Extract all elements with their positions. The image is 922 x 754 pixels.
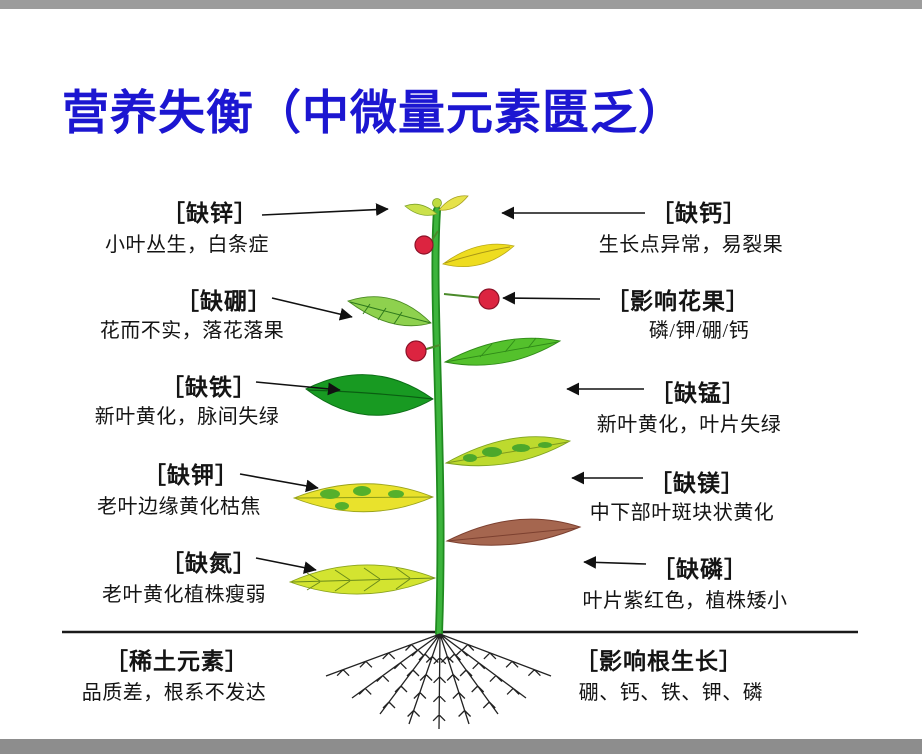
leaf-yellow-upper-right (442, 243, 515, 267)
label-nitrogen-desc: 老叶黄化植株瘦弱 (102, 584, 266, 606)
arrow-flower-fruit (502, 291, 601, 305)
fruit-lower (405, 340, 427, 362)
top-gray-bar (0, 0, 922, 9)
leaf-hatched-upper-left (347, 296, 432, 327)
leaf-variegated-right (444, 436, 572, 467)
label-boron-desc: 花而不实，落花落果 (99, 320, 285, 342)
arrow-zinc (261, 203, 389, 216)
arrow-boron (271, 297, 353, 321)
label-rare-earth-desc: 品质差，根系不发达 (81, 682, 267, 704)
leaf-dark-green-left (305, 374, 434, 416)
bottom-gray-bar (0, 739, 922, 754)
label-magnesium-desc: 中下部叶斑块状黄化 (589, 502, 775, 524)
label-flower-fruit-desc: 磷/钾/硼/钙 (648, 320, 750, 342)
arrow-iron (255, 381, 341, 396)
page-title: 营养失衡（中微量元素匮乏） (62, 86, 686, 139)
leaf-yellow-green-left (288, 564, 437, 595)
label-magnesium: ［缺镁］ (649, 471, 745, 496)
label-flower-fruit: ［影响花果］ (606, 289, 750, 314)
label-zinc-desc: 小叶丛生，白条症 (105, 234, 269, 256)
leaf-variegated-left (292, 483, 435, 513)
label-phosphorus: ［缺磷］ (652, 557, 748, 582)
label-calcium-desc: 生长点异常，易裂果 (598, 234, 784, 256)
fruit-middle (478, 288, 500, 310)
label-manganese-desc: 新叶黄化，叶片失绿 (596, 414, 782, 436)
label-nitrogen: ［缺氮］ (161, 551, 257, 576)
stem (433, 207, 443, 636)
label-zinc: ［缺锌］ (162, 201, 258, 226)
label-iron-desc: 新叶黄化，脉间失绿 (94, 406, 280, 428)
label-phosphorus-desc: 叶片紫红色，植株矮小 (582, 590, 788, 612)
plant-roots (325, 633, 552, 730)
label-root-growth-desc: 硼、钙、铁、钾、磷 (578, 682, 764, 704)
label-potassium-desc: 老叶边缘黄化枯焦 (97, 496, 261, 518)
label-boron: ［缺硼］ (176, 289, 272, 314)
label-calcium: ［缺钙］ (651, 201, 747, 226)
arrow-potassium (239, 473, 319, 493)
label-iron: ［缺铁］ (161, 375, 257, 400)
leaf-brown-right (445, 518, 582, 546)
fruit-top (414, 235, 434, 255)
label-rare-earth: ［稀土元素］ (105, 649, 249, 674)
leaf-green-right (443, 337, 562, 366)
arrow-nitrogen (255, 557, 317, 574)
leaf-top-shoot (404, 195, 469, 216)
label-manganese: ［缺锰］ (650, 381, 746, 406)
arrow-phosphorus (583, 555, 647, 569)
label-potassium: ［缺钾］ (143, 463, 239, 488)
label-root-growth: ［影响根生长］ (575, 649, 743, 674)
